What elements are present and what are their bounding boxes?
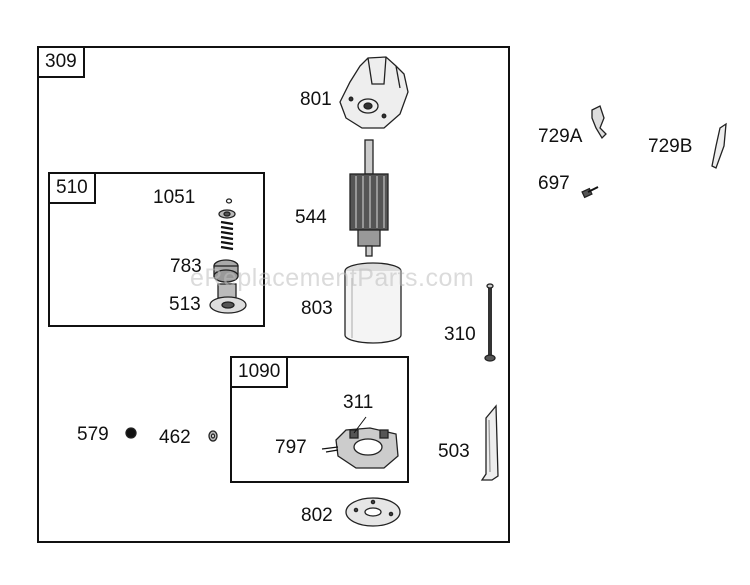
part-number-729a: 729A — [538, 126, 583, 147]
part-number-310: 310 — [444, 324, 476, 345]
part-number-513: 513 — [169, 294, 201, 315]
washer-drawing — [208, 430, 218, 442]
watermark: eReplacementParts.com — [190, 264, 475, 292]
housing-drawing — [344, 262, 402, 344]
part-number-783: 783 — [170, 256, 202, 277]
assembly-box-510: 510 — [48, 172, 265, 327]
part-number-729b: 729B — [648, 136, 693, 157]
assembly-label-309: 309 — [39, 48, 85, 78]
clip-a-drawing — [591, 105, 607, 140]
brush-holder-drawing — [321, 416, 399, 469]
end-plate-drawing — [345, 497, 401, 527]
part-number-311: 311 — [343, 392, 374, 413]
part-number-697: 697 — [538, 173, 570, 194]
part-number-544: 544 — [295, 207, 327, 228]
part-number-801: 801 — [300, 89, 332, 110]
assembly-label-510: 510 — [50, 174, 96, 204]
screw-drawing — [581, 186, 599, 199]
assembly-box-1090: 1090 — [230, 356, 409, 483]
clip-b-drawing — [711, 122, 727, 169]
part-number-503: 503 — [438, 441, 470, 462]
part-number-462: 462 — [159, 427, 191, 448]
drive-parts-drawing — [209, 198, 247, 314]
part-number-797: 797 — [275, 437, 307, 458]
assembly-box-309: 309 — [37, 46, 510, 543]
armature-drawing — [349, 139, 389, 257]
part-number-803: 803 — [301, 298, 333, 319]
bolt-drawing — [484, 283, 496, 362]
part-number-1051: 1051 — [153, 187, 196, 208]
nut-drawing — [125, 427, 137, 439]
part-number-802: 802 — [301, 505, 333, 526]
assembly-label-1090: 1090 — [232, 358, 289, 388]
part-number-579: 579 — [77, 424, 109, 445]
end-cap-drawing — [339, 56, 409, 129]
